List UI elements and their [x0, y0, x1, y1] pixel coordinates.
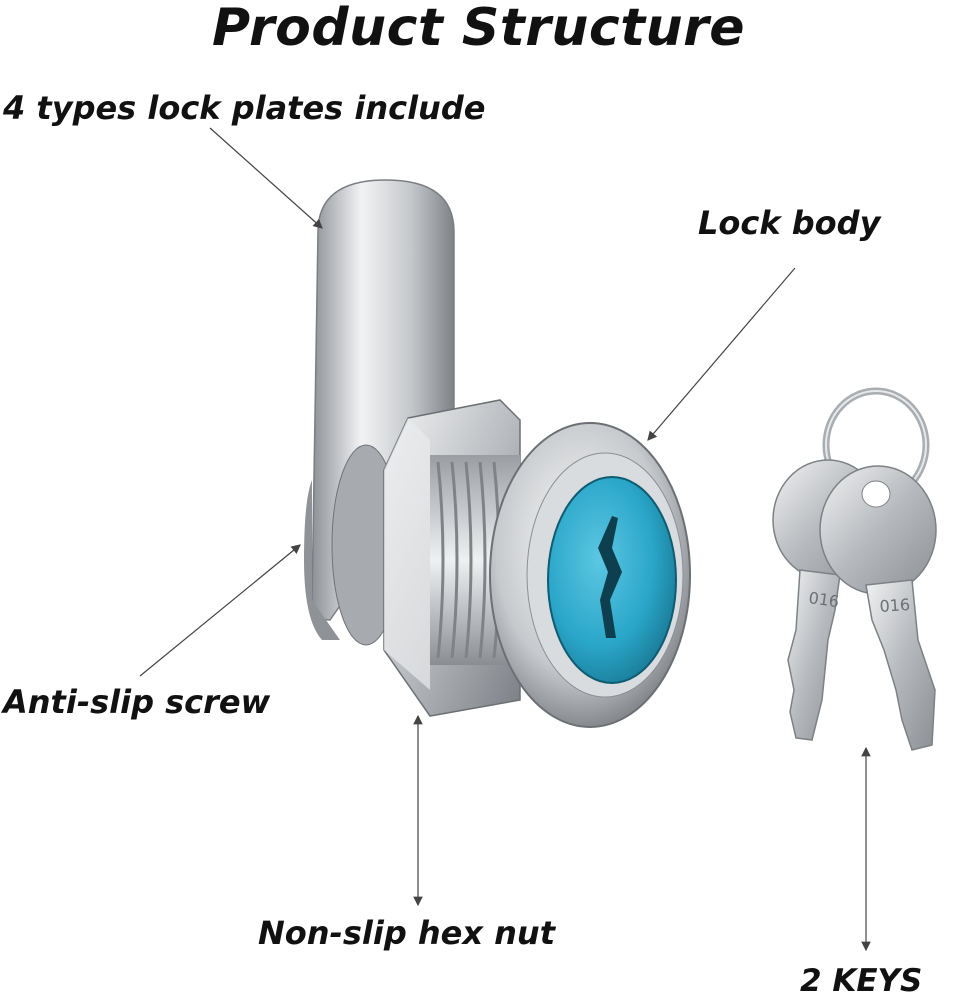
key-front: 016: [819, 465, 937, 751]
label-keys: 2 KEYS: [800, 963, 923, 999]
keyway-icon: [598, 516, 622, 638]
leader-anti-slip-screw: [139, 544, 301, 677]
key-code-front: 016: [879, 595, 911, 616]
label-anti-slip-screw: Anti-slip screw: [3, 683, 271, 721]
leader-lines: [139, 127, 871, 952]
label-lock-plates: 4 types lock plates include: [3, 89, 486, 127]
leader-lock-body: [647, 267, 796, 441]
keys-illustration: 016 016: [772, 387, 937, 751]
key-code-back: 016: [807, 588, 840, 611]
leader-lock-plates: [209, 127, 323, 229]
label-hex-nut: Non-slip hex nut: [258, 914, 555, 952]
page-title: Product Structure: [212, 0, 745, 58]
lock-assembly: [304, 179, 691, 728]
label-lock-body: Lock body: [698, 204, 881, 242]
